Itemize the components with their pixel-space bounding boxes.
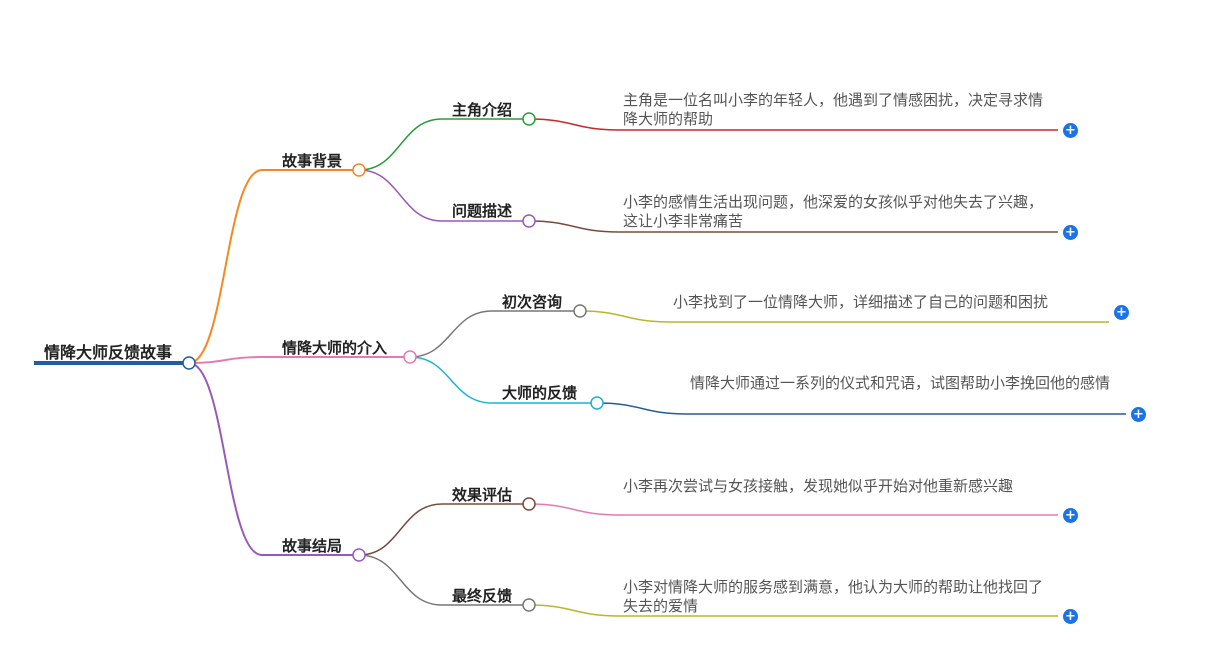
desc-master-feedback: 情降大师通过一系列的仪式和咒语，试图帮助小李挽回他的感情 bbox=[690, 374, 1111, 392]
branch-node-circle[interactable] bbox=[352, 548, 366, 562]
branch-connector bbox=[188, 169, 359, 364]
branch-node-circle[interactable] bbox=[352, 163, 366, 177]
desc-problem-description: 小李的感情生活出现问题，他深爱的女孩似乎对他失去了兴趣，这让小李非常痛苦 bbox=[623, 193, 1044, 230]
topic-node-circle[interactable] bbox=[522, 214, 536, 228]
topic-node-circle[interactable] bbox=[522, 112, 536, 126]
root-node-circle[interactable] bbox=[182, 356, 196, 370]
expand-problem-description-icon[interactable]: + bbox=[1063, 225, 1078, 240]
topic-connector bbox=[409, 356, 597, 404]
detail-connector bbox=[528, 503, 1058, 516]
topic-connector bbox=[358, 118, 529, 171]
branch-connector bbox=[188, 356, 410, 364]
detail-connector bbox=[579, 310, 1109, 323]
expand-final-feedback-icon[interactable]: + bbox=[1063, 609, 1078, 624]
branch-master-intervention[interactable]: 情降大师的介入 bbox=[282, 339, 388, 357]
desc-effect-evaluation: 小李再次尝试与女孩接触，发现她似乎开始对他重新感兴趣 bbox=[623, 477, 1014, 495]
detail-connector bbox=[528, 118, 1058, 131]
topic-final-feedback[interactable]: 最终反馈 bbox=[452, 587, 513, 605]
topic-connector bbox=[358, 554, 529, 606]
desc-first-consultation: 小李找到了一位情降大师，详细描述了自己的问题和困扰 bbox=[673, 293, 1049, 311]
topic-connector bbox=[358, 503, 529, 556]
topic-first-consultation[interactable]: 初次咨询 bbox=[502, 293, 563, 311]
topic-connector bbox=[409, 310, 580, 358]
topic-problem-description[interactable]: 问题描述 bbox=[452, 202, 513, 220]
topic-node-circle[interactable] bbox=[522, 497, 536, 511]
detail-connector bbox=[528, 604, 1058, 617]
desc-final-feedback: 小李对情降大师的服务感到满意，他认为大师的帮助让他找回了失去的爱情 bbox=[623, 578, 1044, 615]
root-topic[interactable]: 情降大师反馈故事 bbox=[44, 343, 173, 362]
topic-effect-evaluation[interactable]: 效果评估 bbox=[452, 486, 513, 504]
branch-story-background[interactable]: 故事背景 bbox=[282, 152, 343, 170]
topic-protagonist-intro[interactable]: 主角介绍 bbox=[452, 101, 513, 119]
topic-node-circle[interactable] bbox=[522, 598, 536, 612]
expand-master-feedback-icon[interactable]: + bbox=[1131, 407, 1146, 422]
expand-protagonist-intro-icon[interactable]: + bbox=[1063, 123, 1078, 138]
desc-protagonist-intro: 主角是一位名叫小李的年轻人，他遇到了情感困扰，决定寻求情降大师的帮助 bbox=[623, 91, 1044, 128]
topic-connector bbox=[358, 169, 529, 222]
topic-master-feedback[interactable]: 大师的反馈 bbox=[502, 384, 578, 402]
branch-connector bbox=[188, 362, 359, 556]
expand-effect-evaluation-icon[interactable]: + bbox=[1063, 508, 1078, 523]
branch-story-ending[interactable]: 故事结局 bbox=[282, 537, 343, 555]
branch-node-circle[interactable] bbox=[403, 350, 417, 364]
detail-connector bbox=[528, 220, 1058, 233]
topic-node-circle[interactable] bbox=[573, 304, 587, 318]
detail-connector bbox=[596, 402, 1126, 415]
expand-first-consultation-icon[interactable]: + bbox=[1114, 305, 1129, 320]
topic-node-circle[interactable] bbox=[590, 396, 604, 410]
